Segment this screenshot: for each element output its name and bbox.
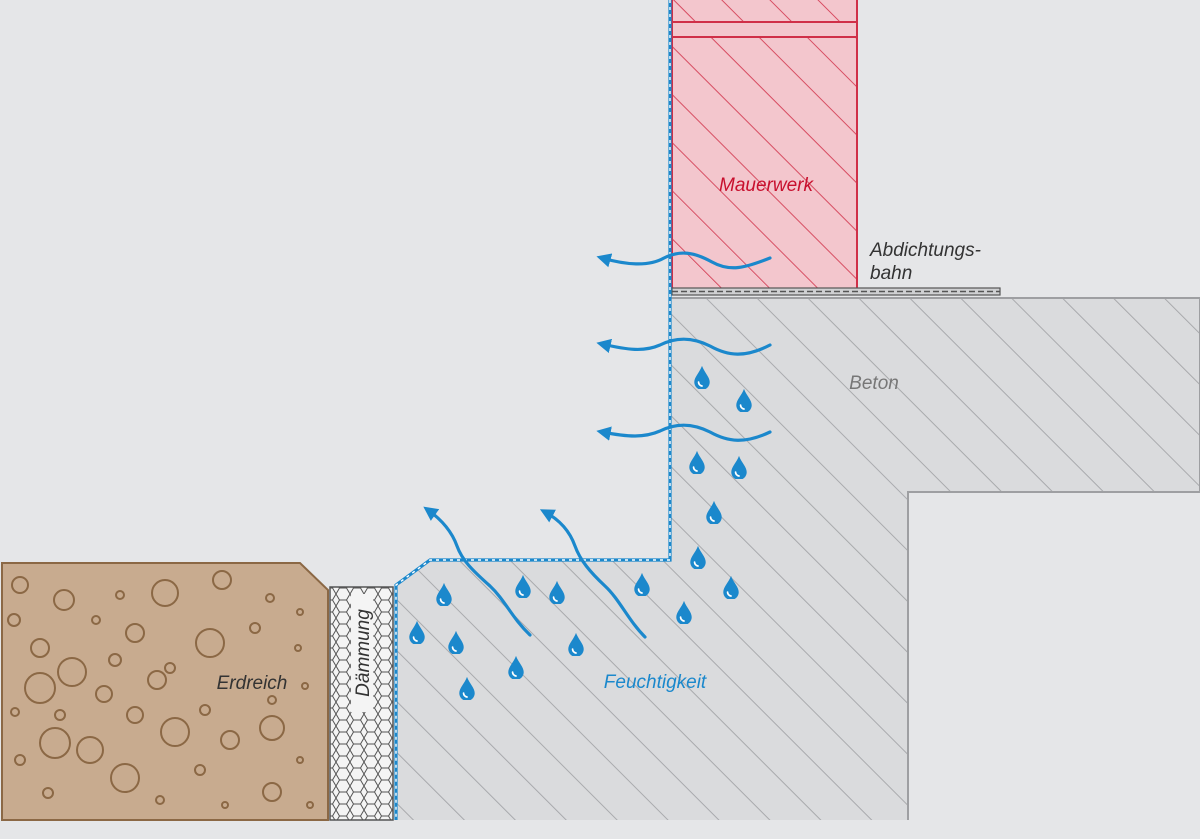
masonry-label: Mauerwerk <box>719 175 814 196</box>
moisture-boundary <box>394 0 672 820</box>
sealing-membrane <box>671 287 1001 296</box>
masonry-wall <box>671 0 858 290</box>
membrane-label-line2: bahn <box>870 263 912 284</box>
soil-label: Erdreich <box>217 673 288 694</box>
moisture-arrows <box>423 251 772 639</box>
insulation-layer <box>329 586 394 821</box>
wavy-arrow-icon <box>596 251 772 270</box>
concrete-label: Beton <box>849 373 899 394</box>
insulation-label: Dämmung <box>353 609 374 697</box>
soil-pebbles <box>7 570 314 809</box>
wavy-arrow-icon <box>423 506 532 637</box>
wavy-arrow-icon <box>539 509 647 639</box>
concrete-foundation <box>396 297 1200 820</box>
membrane-label-line1: Abdichtungs- <box>869 240 981 261</box>
wavy-arrow-icon <box>596 423 772 442</box>
soil <box>1 562 329 821</box>
moisture-label: Feuchtigkeit <box>604 672 707 693</box>
wavy-arrow-icon <box>596 337 772 356</box>
